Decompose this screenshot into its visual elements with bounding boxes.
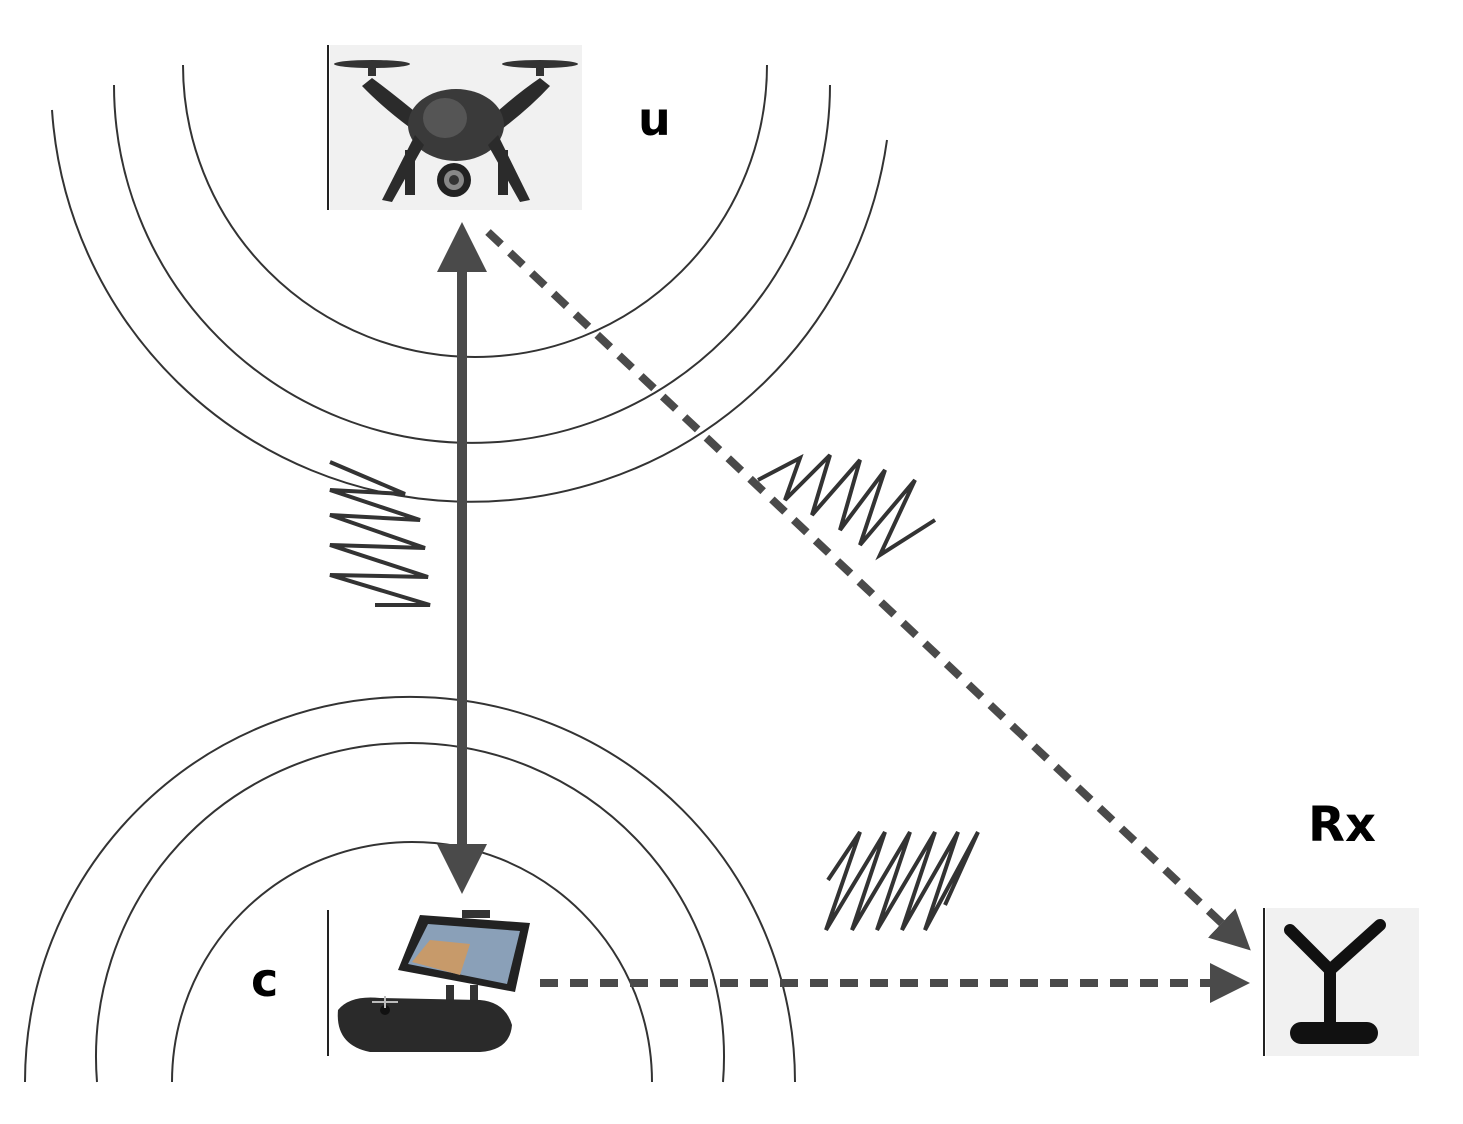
zigzag-signal-diagonal: [757, 453, 937, 561]
controller-label: c: [251, 953, 279, 1007]
zigzag-signal-left: [329, 460, 431, 607]
drone-icon: [327, 45, 582, 210]
antenna-icon: [1263, 908, 1419, 1056]
remote-controller-icon: [327, 910, 538, 1056]
receiver-label: Rx: [1308, 797, 1376, 853]
zigzag-signal-bottom: [824, 830, 980, 932]
uav-label: u: [638, 92, 671, 146]
controller-radiation-waves: [24, 696, 796, 1083]
link-uav-receiver: [485, 229, 1251, 951]
